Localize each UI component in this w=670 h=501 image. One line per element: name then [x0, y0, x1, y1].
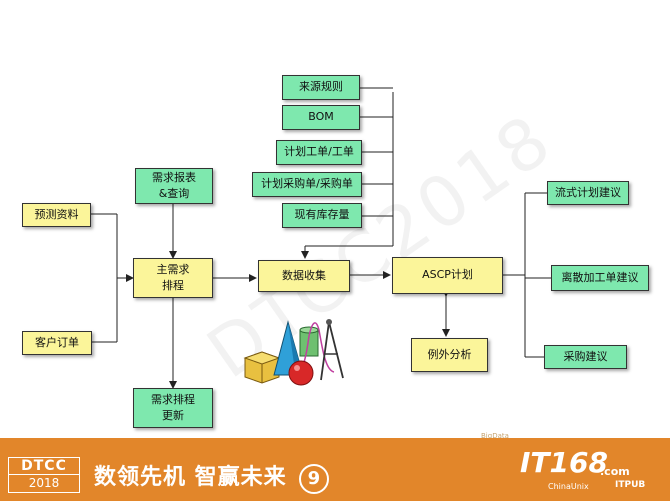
it168-com-label: .com [600, 465, 630, 478]
geometry-shapes-illustration [243, 319, 344, 386]
dtcc-logo-year: 2018 [9, 474, 79, 491]
node-plan-work-order: 计划工单/工单 [276, 140, 362, 165]
footer-slogan-text: 数领先机 智赢未来 [94, 465, 287, 490]
node-customer-order: 客户订单 [22, 331, 92, 355]
node-on-hand-inventory: 现有库存量 [282, 203, 362, 228]
node-purchase-suggestion: 采购建议 [544, 345, 627, 369]
bigdata-label: BigData [481, 432, 509, 440]
node-schedule-update-line2: 更新 [162, 409, 184, 422]
node-master-schedule-line1: 主需求 [156, 262, 190, 276]
node-flow-plan-suggestion: 流式计划建议 [547, 181, 629, 205]
footer-slogan-number: 9 [299, 464, 330, 494]
node-master-schedule: 主需求 排程 [133, 258, 213, 298]
node-data-collection: 数据收集 [258, 260, 350, 292]
node-schedule-update-line1: 需求排程 [151, 392, 195, 406]
chinaunix-logo: ChinaUnix [548, 482, 589, 491]
dtcc-logo: DTCC 2018 [8, 457, 80, 493]
node-discrete-job-suggestion: 离散加工单建议 [551, 265, 649, 291]
node-bom: BOM [282, 105, 360, 130]
node-master-schedule-line2: 排程 [162, 279, 184, 292]
node-demand-report-line1: 需求报表 [152, 170, 196, 184]
node-source-rules: 来源规则 [282, 75, 360, 100]
node-plan-purchase-order: 计划采购单/采购单 [252, 172, 362, 197]
node-demand-report-line2: &查询 [158, 187, 190, 200]
footer-slogan: 数领先机 智赢未来 9 [94, 459, 330, 494]
node-ascp-plan: ASCP计划 [392, 257, 503, 294]
it168-logo: IT168 [520, 446, 608, 479]
footer-banner [0, 438, 670, 501]
node-schedule-update: 需求排程 更新 [133, 388, 213, 428]
node-forecast-data: 预测资料 [22, 203, 91, 227]
dtcc-logo-text: DTCC [21, 458, 67, 474]
itpub-logo: ITPUB [615, 480, 646, 490]
node-demand-report: 需求报表 &查询 [135, 168, 213, 204]
node-exception-analysis: 例外分析 [411, 338, 488, 372]
